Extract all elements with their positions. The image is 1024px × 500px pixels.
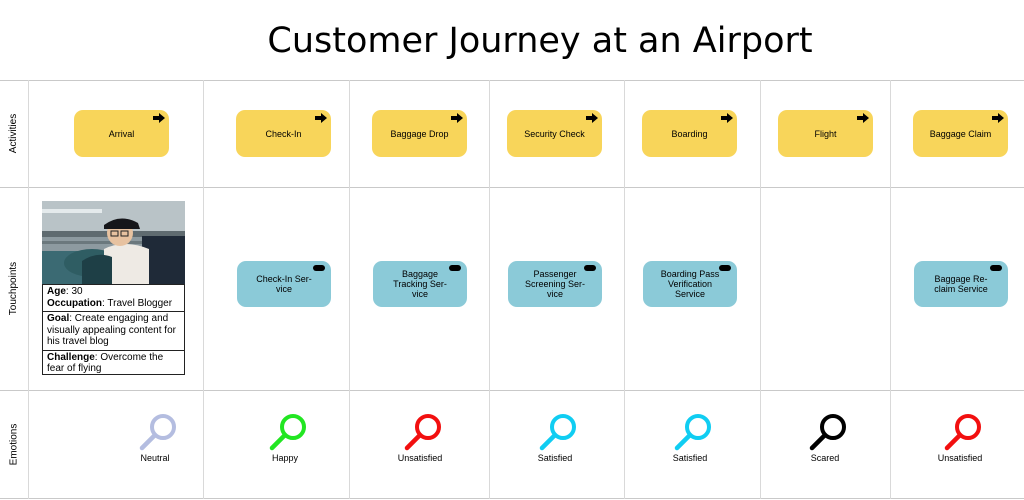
touchpoint-label: Passenger Screening Ser- vice	[524, 269, 586, 299]
grid-line	[28, 80, 29, 499]
grid-line	[203, 80, 204, 499]
emotion-happy: Happy	[255, 412, 315, 464]
magnifier-icon	[404, 414, 441, 451]
persona-photo	[42, 201, 185, 284]
touchpoint-check-in-service[interactable]: Check-In Ser- vice	[237, 261, 331, 307]
emotion-satisfied: Satisfied	[660, 412, 720, 464]
grid-line	[349, 80, 350, 499]
row-label-touchpoints: Touchpoints	[8, 261, 20, 316]
emotion-neutral: Neutral	[125, 412, 185, 464]
magnifier-icon	[539, 414, 576, 451]
grid-line	[0, 80, 1024, 81]
emotion-unsatisfied: Unsatisfied	[390, 412, 450, 464]
magnifier-icon	[944, 414, 981, 451]
persona-card: Age: 30 Occupation: Travel Blogger Goal:…	[42, 201, 185, 375]
touchpoint-marker	[584, 265, 596, 271]
grid-line	[624, 80, 625, 499]
arrow-right-icon	[315, 113, 327, 123]
arrow-right-icon	[586, 113, 598, 123]
emotion-label: Satisfied	[672, 453, 708, 463]
emotion-unsatisfied: Unsatisfied	[930, 412, 990, 464]
touchpoint-label: Baggage Re- claim Service	[934, 274, 988, 294]
grid-line	[0, 498, 1024, 499]
row-label-emotions: Emotions	[8, 423, 20, 465]
persona-goal: Goal: Create engaging and visually appea…	[43, 312, 184, 351]
activity-flight[interactable]: Flight	[778, 110, 873, 157]
activity-security-check[interactable]: Security Check	[507, 110, 602, 157]
page-title: Customer Journey at an Airport	[267, 21, 813, 61]
touchpoint-label: Boarding Pass Verification Service	[660, 269, 720, 299]
activity-label: Boarding	[671, 128, 708, 139]
grid-line	[890, 80, 891, 499]
activity-check-in[interactable]: Check-In	[236, 110, 331, 157]
touchpoint-baggage-tracking-service[interactable]: Baggage Tracking Ser- vice	[373, 261, 467, 307]
arrow-right-icon	[153, 113, 165, 123]
touchpoint-baggage-reclaim-service[interactable]: Baggage Re- claim Service	[914, 261, 1008, 307]
activity-label: Check-In	[265, 128, 302, 139]
persona-challenge: Challenge: Overcome the fear of flying	[47, 351, 164, 375]
grid-line	[760, 80, 761, 499]
activity-label: Baggage Claim	[929, 128, 992, 139]
persona-details: Age: 30 Occupation: Travel Blogger Goal:…	[42, 284, 185, 375]
touchpoint-marker	[990, 265, 1002, 271]
emotion-scared: Scared	[795, 412, 855, 464]
activity-label: Security Check	[524, 128, 585, 139]
activity-baggage-claim[interactable]: Baggage Claim	[913, 110, 1008, 157]
touchpoint-boarding-pass-verification-service[interactable]: Boarding Pass Verification Service	[643, 261, 737, 307]
arrow-right-icon	[992, 113, 1004, 123]
touchpoint-label: Check-In Ser- vice	[256, 274, 312, 294]
grid-line	[489, 80, 490, 499]
arrow-right-icon	[451, 113, 463, 123]
magnifier-icon	[809, 414, 846, 451]
touchpoint-label: Baggage Tracking Ser- vice	[393, 269, 447, 299]
magnifier-icon	[269, 414, 306, 451]
magnifier-icon	[674, 414, 711, 451]
persona-age-occupation: Age: 30 Occupation: Travel Blogger	[43, 285, 184, 312]
arrow-right-icon	[857, 113, 869, 123]
grid-line	[0, 390, 1024, 391]
grid-line	[0, 187, 1024, 188]
emotion-label: Happy	[271, 453, 298, 463]
touchpoint-marker	[449, 265, 461, 271]
row-label-activities: Activities	[8, 113, 20, 154]
activity-label: Flight	[814, 128, 837, 139]
emotion-label: Scared	[810, 453, 840, 463]
activity-arrival[interactable]: Arrival	[74, 110, 169, 157]
activity-label: Baggage Drop	[390, 128, 449, 139]
activity-baggage-drop[interactable]: Baggage Drop	[372, 110, 467, 157]
emotion-label: Unsatisfied	[397, 453, 443, 463]
emotion-satisfied: Satisfied	[525, 412, 585, 464]
emotion-label: Unsatisfied	[937, 453, 983, 463]
emotion-label: Neutral	[140, 453, 170, 463]
touchpoint-passenger-screening-service[interactable]: Passenger Screening Ser- vice	[508, 261, 602, 307]
touchpoint-marker	[719, 265, 731, 271]
arrow-right-icon	[721, 113, 733, 123]
emotion-label: Satisfied	[537, 453, 573, 463]
touchpoint-marker	[313, 265, 325, 271]
magnifier-icon	[139, 414, 176, 451]
activity-boarding[interactable]: Boarding	[642, 110, 737, 157]
activity-label: Arrival	[108, 128, 135, 139]
